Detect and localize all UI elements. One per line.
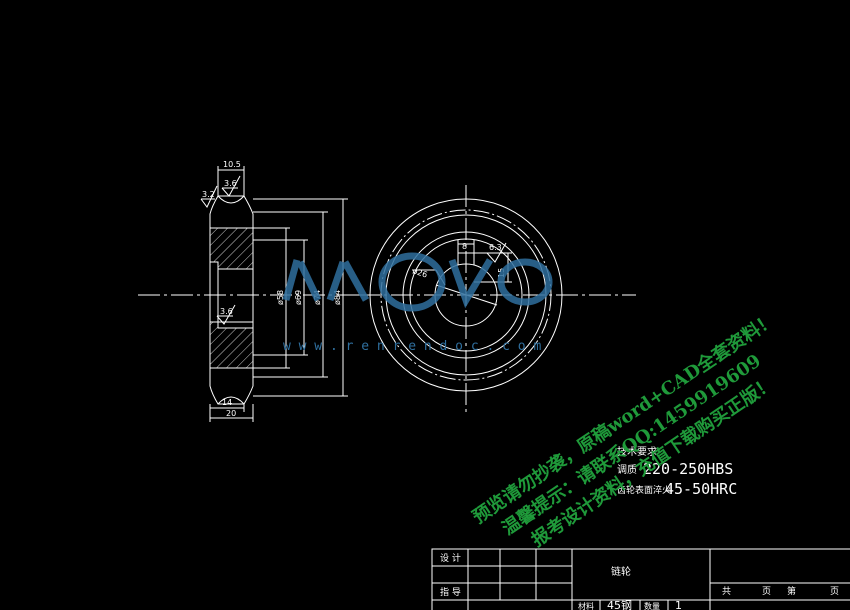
dim-rough-mid: 3.6	[220, 307, 233, 316]
tb-sheet-pages-label: 页	[830, 586, 839, 597]
dim-width-20: 20	[226, 409, 236, 418]
requirements-item2-value: 45-50HRC	[665, 480, 737, 498]
watermark-line-2: 温馨提示：请联系QQ:1459919609	[498, 350, 765, 540]
dim-width-14: 14	[222, 398, 232, 407]
tb-material-value: 45钢	[607, 599, 632, 610]
section-outline	[209, 195, 254, 405]
logo-watermark	[282, 252, 553, 312]
dim-key-rough: 6.3	[489, 243, 502, 252]
dim-key-width: 8	[462, 242, 467, 251]
requirements-item1-value: 220-250HBS	[643, 460, 733, 478]
hub-inner-circle	[409, 238, 523, 352]
requirements-item2-prefix: 齿轮表面淬火	[617, 484, 671, 496]
title-block	[431, 548, 850, 610]
tb-designer-label: 设 计	[440, 552, 461, 564]
pitch-circle	[380, 209, 552, 381]
dim-rough-top: 3.6	[224, 179, 237, 188]
tb-total-label: 共	[722, 586, 731, 597]
dim-bore: ø26	[411, 266, 428, 279]
tb-pages-label: 页	[762, 586, 771, 597]
dim-width-top: 10.5	[223, 160, 241, 169]
logo-url: w w w . r e n r e n d o c . c o m	[283, 339, 541, 354]
tb-checker-label: 指 导	[440, 586, 461, 598]
section-view	[138, 166, 360, 422]
tb-sheet-label: 第	[787, 585, 796, 597]
dim-dia-58: ø58	[276, 290, 285, 305]
requirements-title: 技术要求	[617, 445, 657, 458]
keyway	[457, 252, 475, 265]
tb-quantity-label: 数量	[644, 601, 660, 610]
tb-part-name: 链轮	[611, 565, 631, 578]
tb-quantity-value: 1	[675, 599, 682, 610]
outer-tooth-circle	[369, 198, 563, 392]
upper-hatch	[209, 227, 254, 270]
front-view	[358, 185, 636, 416]
hub-outer-circle	[402, 231, 530, 359]
tb-material-label: 材料	[578, 601, 594, 610]
dim-dia-84: ø84	[333, 290, 342, 305]
dim-dia-69: ø69	[294, 290, 303, 305]
lower-hatch	[209, 321, 254, 369]
dim-rough-top-left: 3.2	[202, 190, 215, 199]
requirements-item1-prefix: 调质	[617, 464, 637, 476]
